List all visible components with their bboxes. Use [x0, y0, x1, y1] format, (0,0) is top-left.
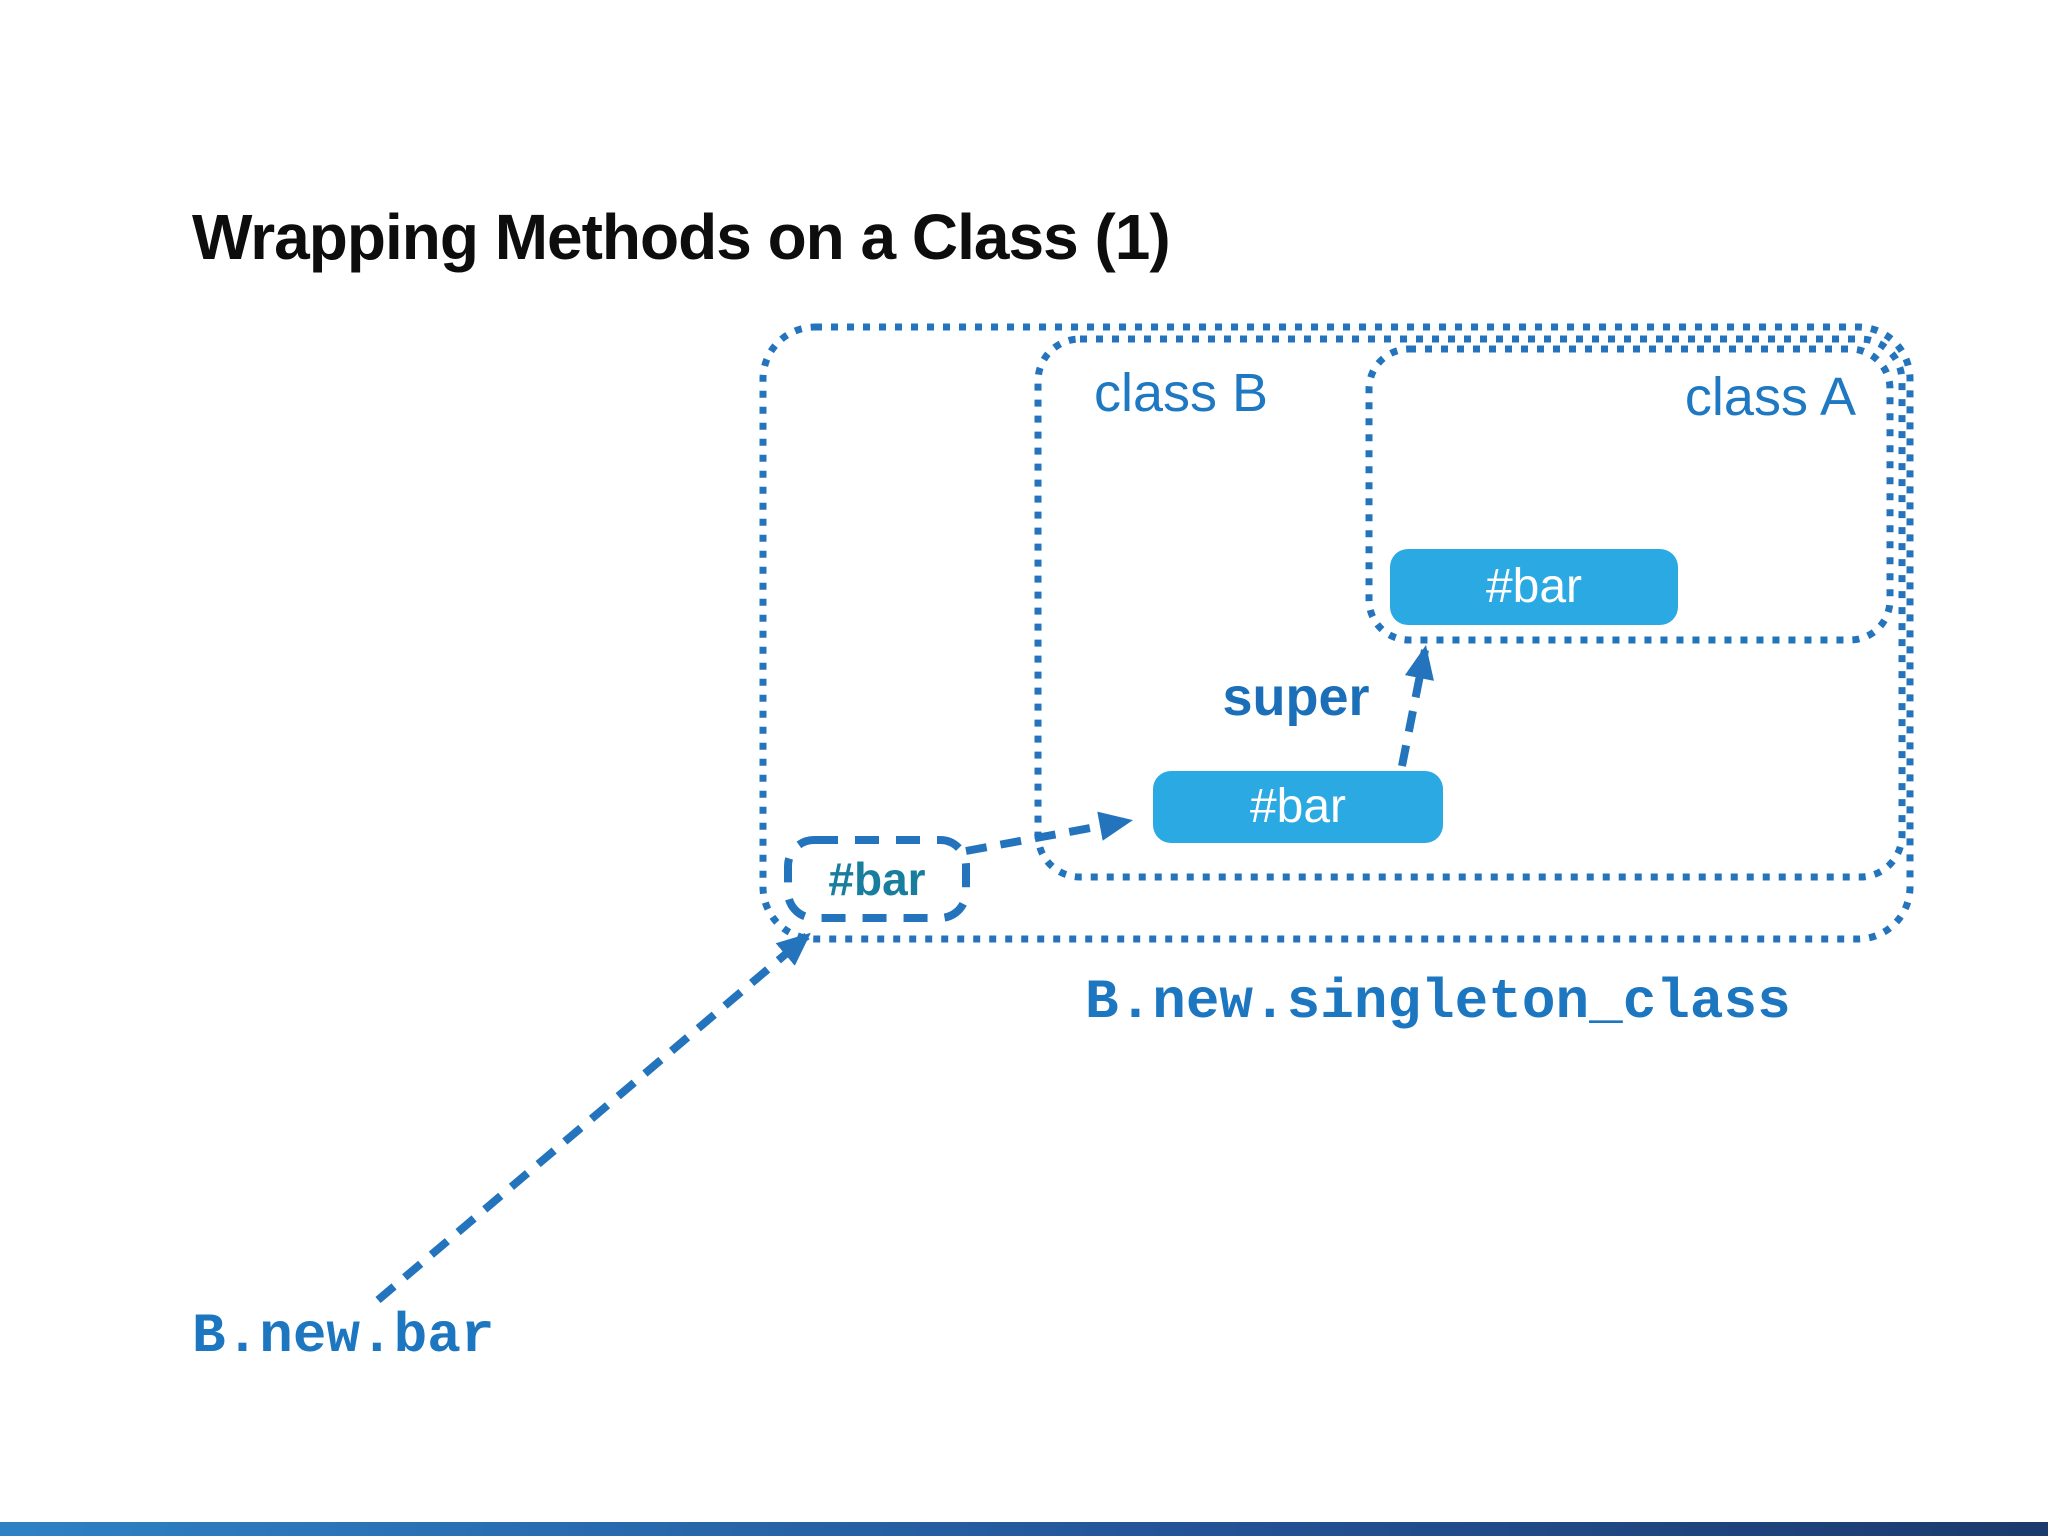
- singleton-class-caption: B.new.singleton_class: [1085, 970, 1791, 1034]
- singleton-method-box-border: [784, 836, 970, 922]
- arrow-caller-to-singleton-method: [375, 932, 811, 1304]
- super-label: super: [1222, 667, 1370, 727]
- class-a-box-border: [1365, 345, 1894, 644]
- arrow-singleton-to-class-b-method: [965, 811, 1133, 855]
- class-b-box-border: [1034, 335, 1906, 881]
- arrow-super-to-class-a-method: [1398, 645, 1434, 767]
- slide-title: Wrapping Methods on a Class (1): [192, 201, 1171, 273]
- footer-accent-bar: [0, 1522, 2048, 1536]
- caller-expression: B.new.bar: [192, 1304, 495, 1368]
- class-b-method-badge: #bar: [1153, 771, 1443, 843]
- class-a-label: class A: [1684, 367, 1856, 427]
- class-b-label: class B: [1094, 363, 1269, 423]
- class-a-method-badge: #bar: [1390, 549, 1678, 625]
- singleton-class-box-border: [759, 323, 1914, 943]
- singleton-method-label: #bar: [828, 853, 926, 905]
